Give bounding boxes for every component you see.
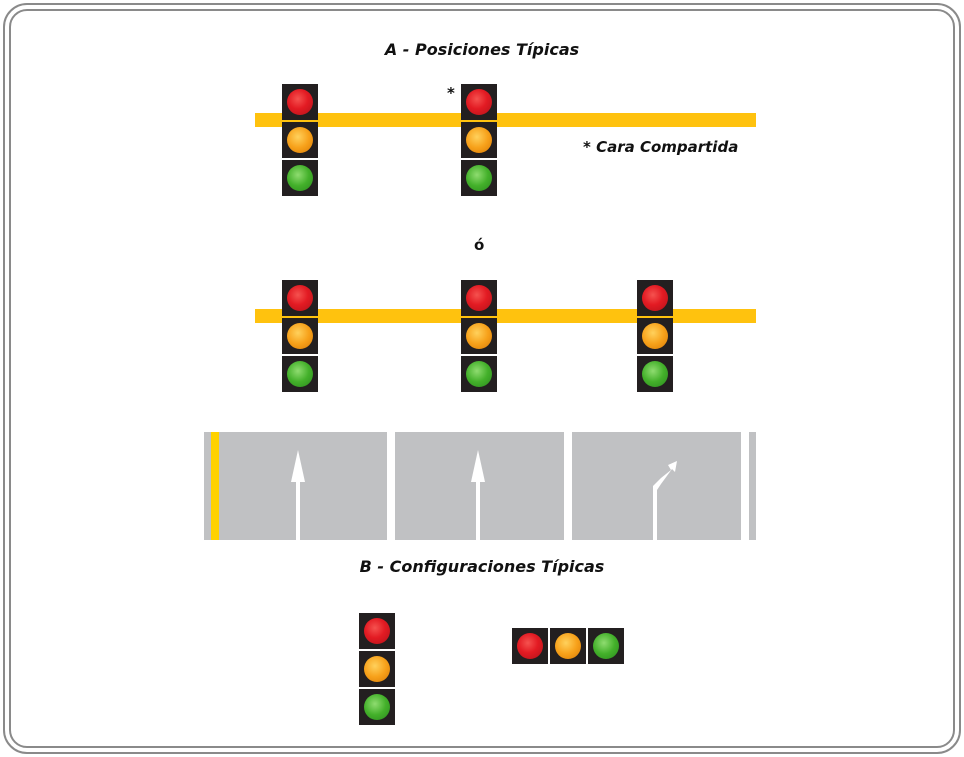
signal-cell-green — [461, 160, 497, 196]
straight-arrow-icon — [291, 450, 305, 540]
signal-cell-green — [359, 689, 395, 725]
green-light-icon — [593, 633, 619, 659]
signal-cell-amber — [461, 122, 497, 158]
section-b-title: B - Configuraciones Típicas — [359, 557, 605, 576]
amber-light-icon — [287, 323, 313, 349]
signal-cell-amber — [359, 651, 395, 687]
mast-arm-row-2 — [255, 309, 756, 323]
amber-light-icon — [364, 656, 390, 682]
red-light-icon — [466, 89, 492, 115]
straight-arrow-icon — [471, 450, 485, 540]
signal-cell-green — [282, 160, 318, 196]
amber-light-icon — [555, 633, 581, 659]
red-light-icon — [466, 285, 492, 311]
amber-light-icon — [642, 323, 668, 349]
lane-divider-2 — [564, 432, 572, 540]
signal-cell-red — [461, 84, 497, 120]
signal-cell-red — [512, 628, 548, 664]
green-light-icon — [287, 165, 313, 191]
amber-light-icon — [287, 127, 313, 153]
signal-cell-green — [588, 628, 624, 664]
signal-cell-red — [359, 613, 395, 649]
signal-cell-amber — [282, 318, 318, 354]
signal-cell-red — [461, 280, 497, 316]
signal-cell-amber — [550, 628, 586, 664]
edge-line — [741, 432, 749, 540]
red-light-icon — [287, 285, 313, 311]
yellow-center-line — [211, 432, 219, 540]
signal-cell-red — [282, 84, 318, 120]
signal-cell-amber — [461, 318, 497, 354]
shared-face-marker: * — [447, 84, 455, 102]
mast-arm-row-1 — [255, 113, 756, 127]
signal-cell-amber — [282, 122, 318, 158]
green-light-icon — [466, 165, 492, 191]
outer-frame — [3, 3, 961, 754]
green-light-icon — [642, 361, 668, 387]
red-light-icon — [517, 633, 543, 659]
amber-light-icon — [466, 323, 492, 349]
red-light-icon — [287, 89, 313, 115]
red-light-icon — [642, 285, 668, 311]
amber-light-icon — [466, 127, 492, 153]
signal-cell-amber — [637, 318, 673, 354]
through-right-arrow-icon — [653, 461, 677, 540]
inner-frame — [9, 9, 955, 748]
lane-divider-1 — [387, 432, 395, 540]
green-light-icon — [466, 361, 492, 387]
shared-face-note: * Cara Compartida — [583, 138, 739, 156]
or-label: ó — [474, 236, 485, 254]
signal-cell-green — [461, 356, 497, 392]
section-a-title: A - Posiciones Típicas — [384, 40, 580, 59]
green-light-icon — [287, 361, 313, 387]
red-light-icon — [364, 618, 390, 644]
signal-cell-green — [637, 356, 673, 392]
signal-cell-red — [282, 280, 318, 316]
roadway — [204, 432, 756, 540]
signal-cell-green — [282, 356, 318, 392]
green-light-icon — [364, 694, 390, 720]
signal-cell-red — [637, 280, 673, 316]
